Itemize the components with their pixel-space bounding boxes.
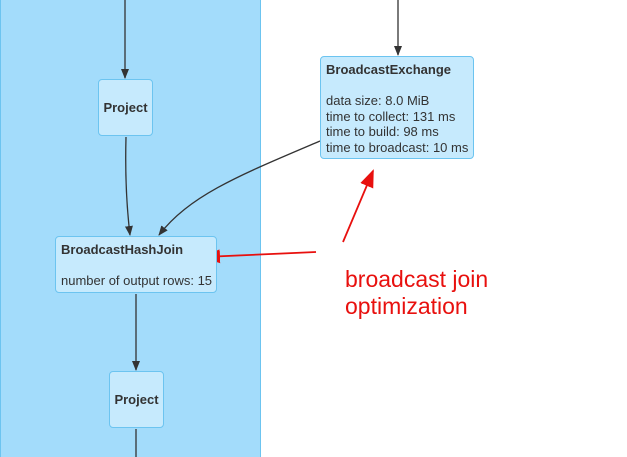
metric-time-to-collect: time to collect: 131 ms	[326, 108, 456, 124]
edge-exchange-to-join	[158, 140, 321, 236]
annotation-line-1: broadcast join	[345, 266, 489, 292]
broadcast-hash-join-node[interactable]: BroadcastHashJoin number of output rows:…	[55, 236, 217, 293]
project-node-top[interactable]: Project	[98, 79, 153, 136]
node-title: Project	[114, 391, 159, 407]
annotation-arrow-to-exchange	[342, 169, 374, 243]
metric-time-to-broadcast: time to broadcast: 10 ms	[326, 139, 469, 155]
node-title: BroadcastHashJoin	[61, 242, 184, 257]
metric-data-size: data size: 8.0 MiB	[326, 93, 430, 108]
metric-output-rows: number of output rows: 15	[61, 273, 213, 288]
node-title: BroadcastExchange	[326, 62, 451, 77]
annotation-arrow-to-join	[202, 249, 317, 264]
project-node-bottom[interactable]: Project	[109, 371, 164, 428]
edge-project-to-join	[124, 136, 133, 236]
broadcast-exchange-node[interactable]: BroadcastExchange data size: 8.0 MiB tim…	[320, 56, 474, 159]
annotation-line-2: optimization	[345, 293, 468, 319]
metric-time-to-build: time to build: 98 ms	[326, 124, 439, 139]
node-title: Project	[103, 99, 148, 115]
broadcast-join-annotation: broadcast join optimization	[345, 266, 488, 320]
